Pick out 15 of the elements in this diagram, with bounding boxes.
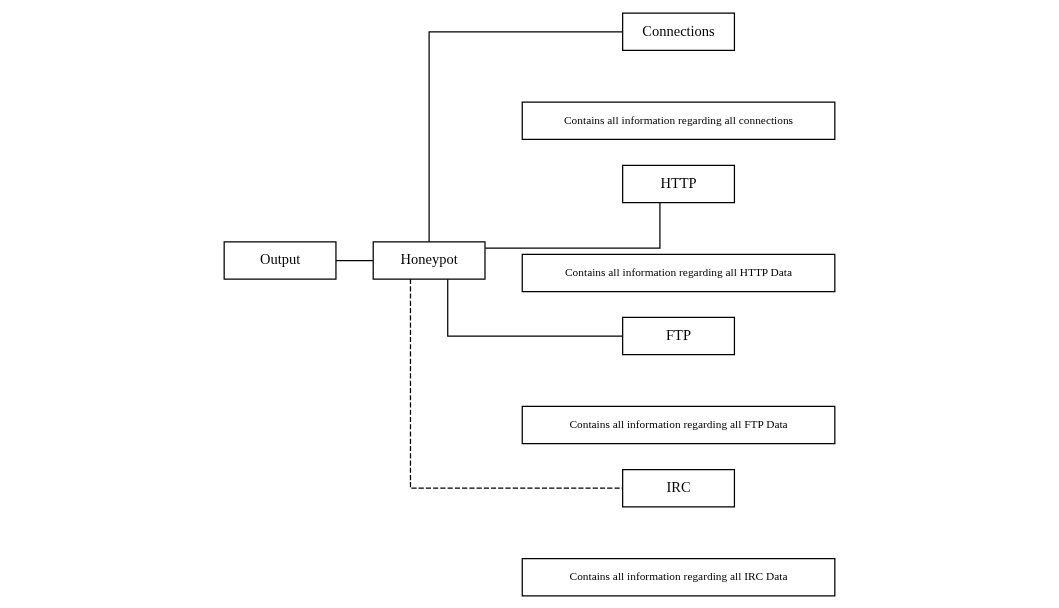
node-box: Honeypot: [372, 240, 486, 280]
connector: [335, 259, 374, 261]
connector: [447, 278, 623, 337]
node-box: FTP: [622, 316, 736, 355]
node-box: Contains all information regarding all FTP Data: [521, 405, 836, 444]
node-box: IRC: [622, 468, 736, 507]
connector: [484, 201, 661, 249]
node-box: Output: [223, 240, 337, 280]
node-box: Contains all information regarding all connections: [521, 101, 836, 140]
connector: [428, 30, 624, 242]
node-box: Contains all information regarding all IRC Data: [521, 557, 836, 596]
node-box: HTTP: [622, 164, 736, 203]
node-box: Connections: [622, 12, 736, 51]
node-box: Contains all information regarding all HTTP Data: [521, 253, 836, 292]
connector: [409, 278, 623, 489]
